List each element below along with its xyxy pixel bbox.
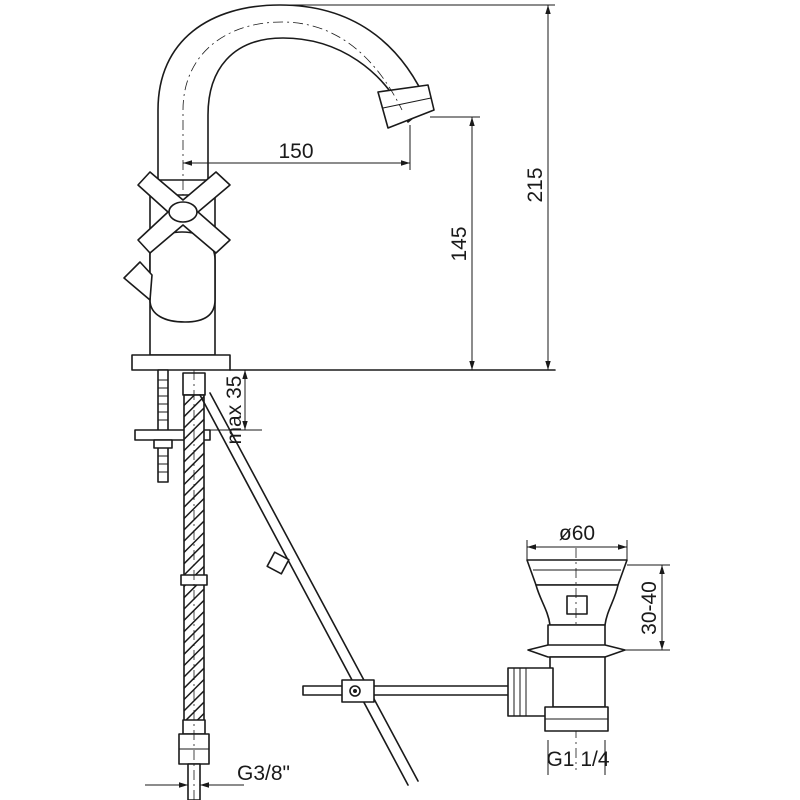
dimension-lines [145,4,670,788]
waste-adjust-label: 30-40 [638,581,661,635]
flexible-hose [178,370,210,800]
waste-linkage [302,679,516,703]
waste-diameter-label: ø60 [559,522,595,545]
hose-thread-label: G3/8" [237,762,290,785]
mounting-stud [157,369,169,483]
faucet-base [131,354,231,371]
pop-up-knob [123,261,153,301]
deck-thickness-label: max 35 [223,376,246,445]
faucet [123,4,556,371]
spout-height-label: 145 [448,226,471,261]
aerator [377,84,435,129]
pop-up-rod [199,392,419,786]
reach-label: 150 [278,140,313,163]
under-deck [134,369,628,800]
dimension-labels: 150 145 215 max 35 ø60 30-40 G3/8" G1 1/… [223,140,661,785]
total-height-label: 215 [524,167,547,202]
cross-handle [137,171,231,254]
pop-up-waste [507,548,628,770]
waste-thread-label: G1 1/4 [546,748,609,771]
